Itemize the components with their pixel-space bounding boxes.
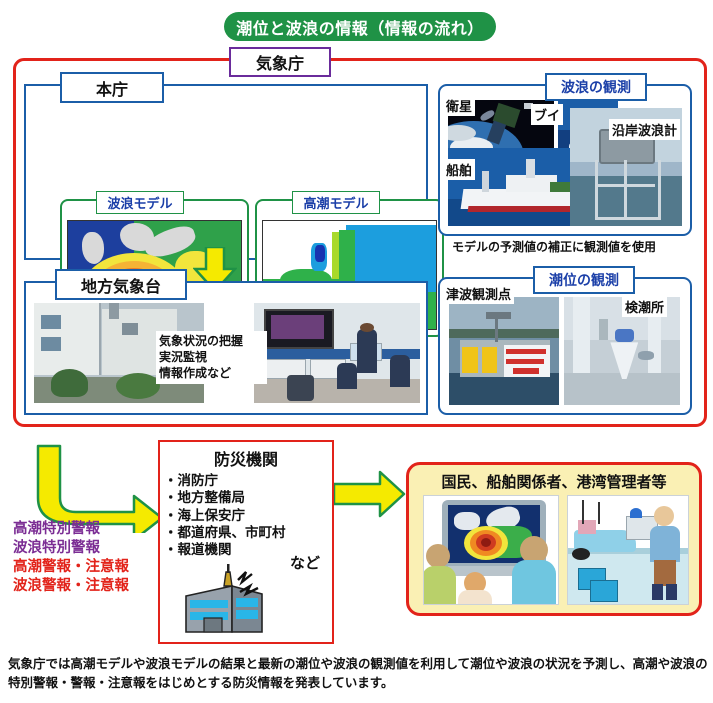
disaster-agencies-etc: など	[289, 555, 320, 572]
wave-observation-label: 波浪の観測	[545, 73, 647, 101]
wave-observation-box	[438, 84, 692, 236]
coastal-wave-meter-label: 沿岸波浪計	[609, 119, 681, 140]
list-item: ・消防庁	[164, 473, 218, 488]
footer-caption: 気象庁では高潮モデルや波浪モデルの結果と最新の潮位や波浪の観測値を利用して潮位や…	[8, 657, 708, 690]
disaster-agencies-list: ・消防庁 ・地方整備局 ・海上保安庁 ・都道府県、市町村 ・報道機関	[164, 472, 332, 558]
disaster-agencies-title: 防災機関	[213, 452, 278, 469]
broadcast-building-icon	[185, 564, 263, 633]
elbow-arrow-icon	[36, 444, 164, 533]
list-item: ・地方整備局	[164, 490, 245, 506]
local-office-note-2: 情報作成など	[159, 366, 232, 381]
wave-model-label: 波浪モデル	[96, 191, 184, 214]
public-users-title: 国民、船舶関係者、港湾管理者等	[441, 474, 667, 491]
storm-surge-model-label: 高潮モデル	[292, 191, 380, 214]
tide-station-label: 検潮所	[622, 296, 668, 317]
local-office-note-0: 気象状況の把握	[159, 334, 244, 348]
list-item: ・海上保安庁	[164, 507, 245, 523]
warning-normal-1: 波浪警報・注意報	[13, 578, 129, 595]
down-arrow-icon	[193, 247, 237, 293]
warning-normal-0: 高潮警報・注意報	[13, 559, 129, 576]
tsunami-station-photo	[449, 297, 559, 405]
local-office-notes: 気象状況の把握 実況監視 情報作成など	[156, 331, 267, 384]
port-worker-illustration	[567, 495, 689, 605]
list-item: ・報道機関	[164, 542, 232, 558]
satellite-label: 衛星	[443, 95, 476, 116]
public-users-box: 国民、船舶関係者、港湾管理者等	[406, 462, 702, 616]
tide-observation-label: 潮位の観測	[533, 266, 635, 294]
head-office-box: 波浪モデル 高潮モデル	[24, 84, 444, 337]
head-office-label: 本庁	[60, 72, 164, 103]
observation-usage-note: モデルの予測値の補正に観測値を使用	[452, 240, 657, 254]
forecast-room-photo	[254, 303, 420, 403]
local-office-box: 気象状況の把握 実況監視 情報作成など	[24, 281, 428, 415]
local-office-label: 地方気象台	[55, 269, 187, 300]
disaster-agencies-box: 防災機関 ・消防庁 ・地方整備局 ・海上保安庁 ・都道府県、市町村 ・報道機関 …	[158, 440, 334, 644]
buoy-label: ブイ	[531, 104, 564, 125]
ship-label: 船舶	[443, 159, 476, 180]
list-item: ・都道府県、市町村	[164, 524, 286, 540]
warning-special-0: 高潮特別警報	[13, 521, 100, 537]
jma-label: 気象庁	[229, 47, 331, 77]
family-viewing-illustration	[423, 495, 559, 605]
page-title: 潮位と波浪の情報（情報の流れ）	[224, 12, 496, 41]
right-arrow-icon	[334, 470, 406, 518]
tsunami-station-label: 津波観測点	[443, 283, 515, 304]
local-office-note-1: 実況監視	[159, 350, 208, 365]
warning-special-1: 波浪特別警報	[13, 540, 100, 557]
warning-labels: 高潮特別警報 波浪特別警報 高潮警報・注意報 波浪警報・注意報	[13, 520, 129, 597]
